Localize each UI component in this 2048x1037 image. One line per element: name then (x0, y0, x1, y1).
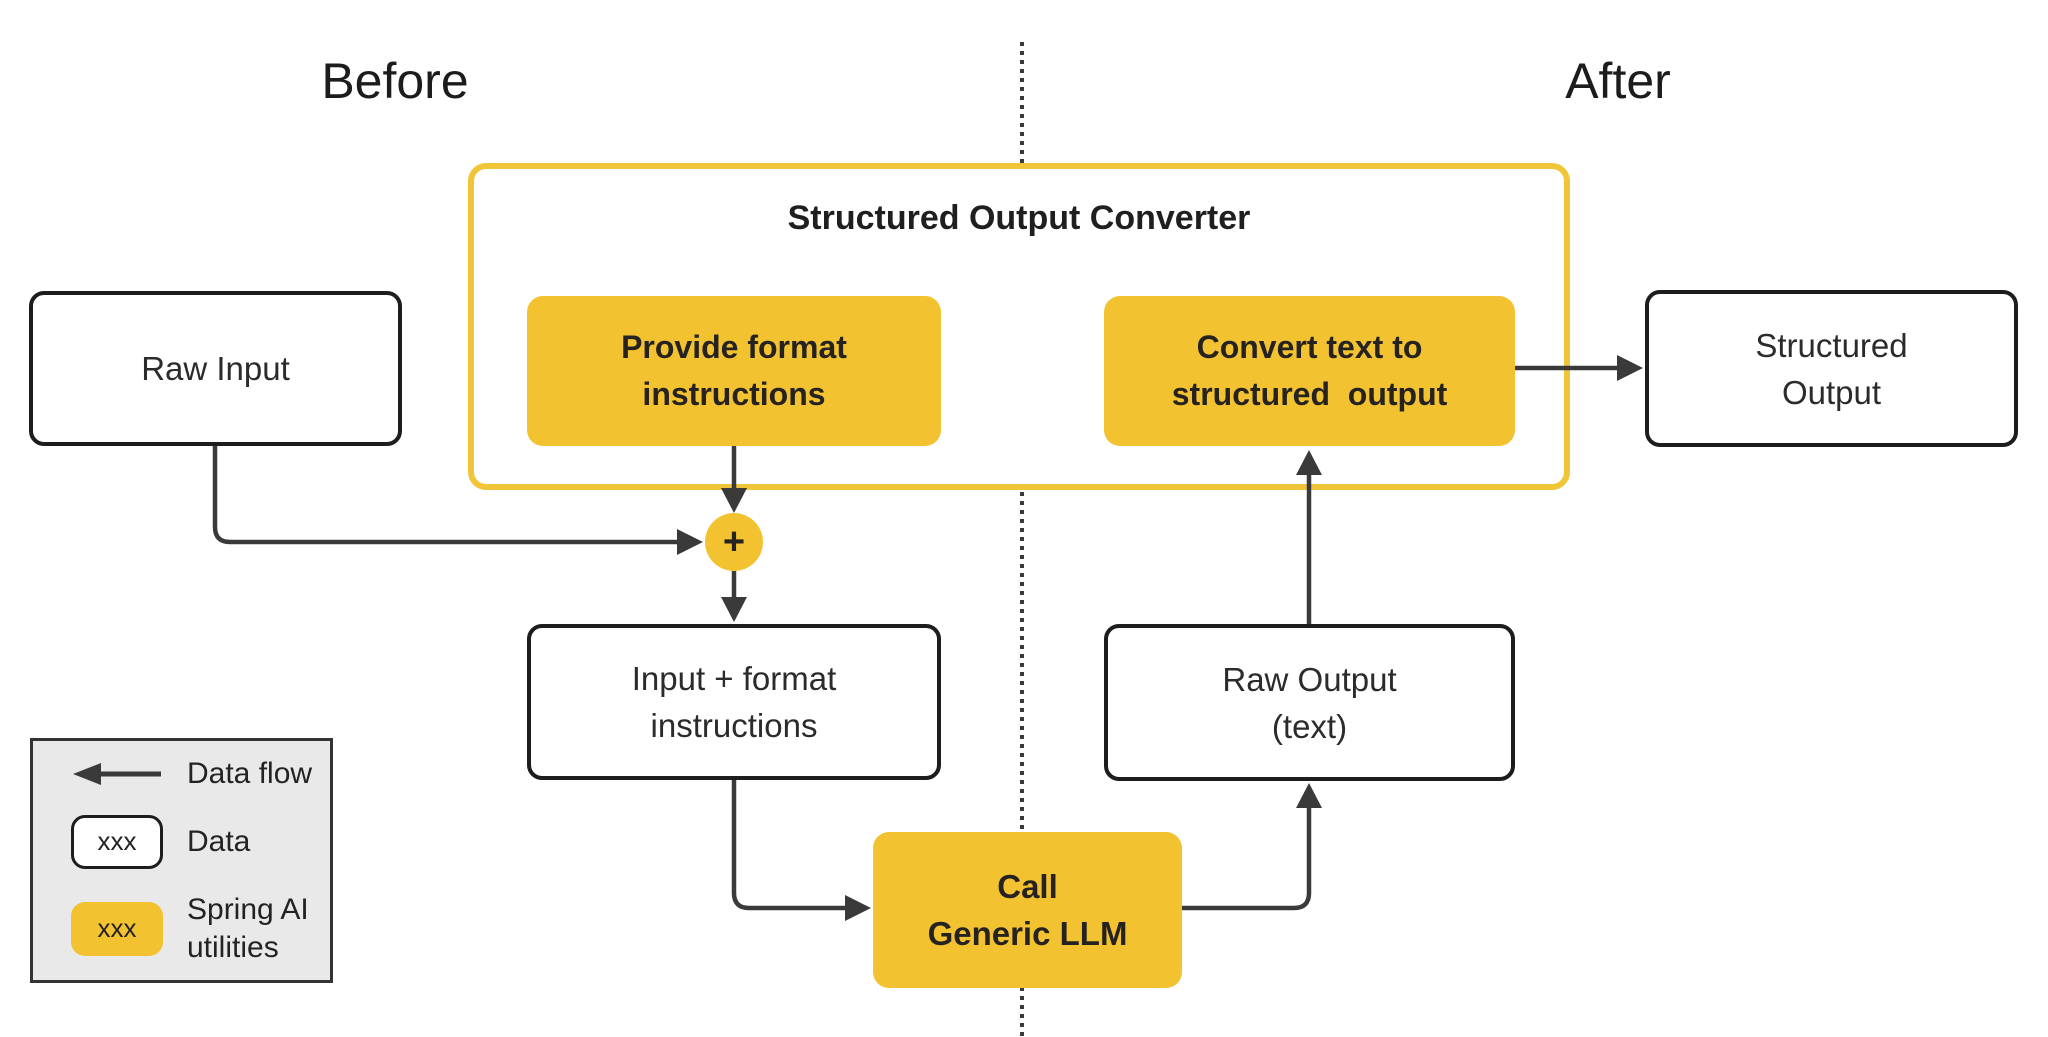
node-label: Call Generic LLM (927, 868, 1128, 952)
legend-label: Spring AI utilities (187, 892, 309, 964)
arrowhead-down-icon (721, 597, 747, 622)
raw-output-text-node: Raw Output (text) (1104, 624, 1515, 781)
arrowhead-right-icon (1617, 355, 1643, 381)
legend: Data flow xxx Data xxx Spring AI utiliti… (30, 738, 333, 983)
arrowhead-up-icon (1296, 450, 1322, 475)
utility-box-sample: xxx (71, 901, 163, 956)
after-label: After (1565, 53, 1671, 109)
arrowhead-up-icon (1296, 783, 1322, 808)
legend-row-spring-ai-utilities: xxx Spring AI utilities (71, 891, 330, 967)
provide-format-instructions-node: Provide format instructions (527, 296, 941, 446)
data-flow-arrow-icon (71, 760, 163, 788)
group-title: Structured Output Converter (787, 199, 1251, 237)
before-after-divider-dotted-line (1020, 42, 1024, 1037)
before-label: Before (321, 53, 469, 109)
arrowhead-down-icon (721, 488, 747, 513)
legend-label: Data flow (187, 756, 313, 790)
utility-box-icon: xxx (71, 901, 163, 956)
call-generic-llm-node: Call Generic LLM (873, 832, 1182, 988)
arrow-raw-input-to-plus (212, 446, 680, 545)
arrowhead-right-icon (845, 895, 871, 921)
legend-row-data-flow: Data flow (71, 755, 330, 793)
merge-plus-node: + (705, 513, 763, 571)
structured-output-node: Structured Output (1645, 290, 2018, 447)
data-box-sample: xxx (71, 814, 163, 869)
node-label: Provide format instructions (621, 329, 847, 412)
node-label: Structured Output (1755, 326, 1908, 411)
arrow-llm-to-raw-output (1182, 806, 1312, 911)
legend-label: Data (187, 824, 251, 858)
node-label: Raw Output (text) (1222, 660, 1397, 745)
legend-row-data: xxx Data (71, 814, 330, 869)
node-label: Convert text to structured output (1171, 329, 1448, 412)
plus-icon: + (722, 520, 746, 563)
arrow-input-format-to-llm (731, 780, 848, 911)
input-plus-format-instructions-node: Input + format instructions (527, 624, 941, 780)
arrowhead-right-icon (677, 529, 703, 555)
node-label: Input + format instructions (631, 660, 837, 744)
convert-text-to-structured-output-node: Convert text to structured output (1104, 296, 1515, 446)
node-label: Raw Input (141, 350, 290, 387)
data-box-icon: xxx (71, 814, 163, 869)
raw-input-node: Raw Input (29, 291, 402, 446)
